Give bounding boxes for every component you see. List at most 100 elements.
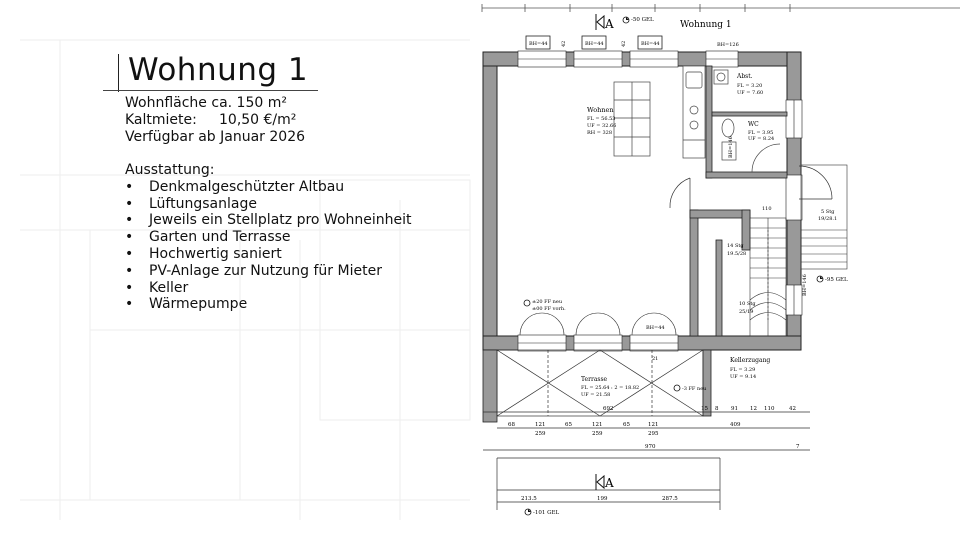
facts-block: Wohnfläche ca. 150 m² Kaltmiete: 10,50 €/… (125, 95, 305, 146)
dim-12: 12 (750, 406, 757, 412)
feature-item: • Wärmepumpe (125, 296, 412, 313)
feature-label: Jeweils ein Stellplatz pro Wohneinheit (149, 212, 412, 229)
entry-door (669, 165, 833, 210)
dim-287-5: 287.5 (662, 496, 678, 502)
bullet: • (125, 195, 134, 212)
feature-label: Hochwertig saniert (149, 245, 282, 262)
feature-label: Keller (149, 279, 189, 296)
room-wohnen-uf: UF = 32.66 (587, 123, 616, 129)
feature-item: • Hochwertig saniert (125, 246, 412, 263)
dim-65-b: 65 (623, 422, 630, 428)
stair-10-b: 25/19 (739, 309, 753, 315)
room-kellerzugang-uf: UF = 9.14 (730, 374, 756, 380)
kitchen-counter (682, 65, 706, 159)
dim-7: 7 (796, 444, 800, 450)
dim-970: 970 (645, 444, 656, 450)
window-label-2: BH=44 (585, 41, 604, 47)
window-label-3: BH=44 (641, 41, 660, 47)
fact-verfuegbar: Verfügbar ab Januar 2026 (125, 129, 306, 145)
dim-259-a: 259 (535, 431, 546, 437)
stair-14: 14 Stg (727, 243, 744, 249)
bullet: • (125, 245, 134, 262)
dim-110-interior: 110 (762, 206, 772, 212)
room-terrasse-name: Terrasse (581, 376, 608, 383)
feature-item: •Denkmalgeschützter Altbau (125, 179, 412, 196)
terrace-walls (482, 349, 712, 423)
feature-item: • Jeweils ein Stellplatz pro Wohneinheit (125, 212, 412, 229)
room-abst-uf: UF = 7.60 (737, 90, 763, 96)
top-dimension-strip (481, 4, 960, 12)
dim-121-c: 121 (648, 422, 659, 428)
dim-42: 42 (789, 406, 796, 412)
title-accent-bar (118, 54, 119, 92)
bullet: • (125, 212, 134, 229)
dim-409: 409 (730, 422, 741, 428)
dim-42-top: 42 (561, 41, 567, 47)
feature-label: Garten und Terrasse (149, 229, 291, 246)
feature-item: • Keller (125, 280, 412, 297)
section-label-top: A (604, 17, 614, 31)
dim-68: 68 (508, 422, 515, 428)
dim-91: 91 (731, 406, 738, 412)
level-bottom: -101 GEL (533, 510, 560, 516)
feature-item: • PV-Anlage zur Nutzung für Mieter (125, 263, 412, 280)
level-floor: ±20 FF neu (532, 299, 563, 305)
stair-14-b: 19.5/28 (727, 251, 746, 257)
room-wc-fl: FL = 3.95 (748, 130, 773, 136)
dim-295: 295 (648, 431, 659, 437)
window-label-1: BH=44 (529, 41, 548, 47)
bullet: • (125, 296, 134, 313)
window-label-wc: BH=146 (728, 136, 734, 158)
info-panel: Wohnung 1 Wohnfläche ca. 150 m² Kaltmiet… (103, 52, 412, 313)
level-marker-floor: ±20 FF neu ±00 FF vorh. (523, 299, 566, 312)
dim-213-5: 213.5 (521, 496, 537, 502)
ausstattung-block: Ausstattung: •Denkmalgeschützter Altbau … (125, 162, 412, 313)
plan-heading: Wohnung 1 (680, 20, 732, 30)
room-wc-uf: UF = 8.24 (748, 136, 774, 142)
feature-item: •Garten und Terrasse (125, 229, 412, 246)
bullet: • (125, 279, 134, 296)
section-marker-bottom: A (595, 474, 614, 490)
section-label-bottom: A (604, 476, 614, 490)
dim-42-top-2: 42 (621, 41, 627, 47)
level-marker-right: -95 GEL (816, 275, 848, 283)
window-label-bottom: BH=44 (646, 325, 665, 331)
stair-5: 5 Stg (821, 209, 835, 215)
feature-label: Lüftungsanlage (149, 195, 257, 212)
room-terrasse-fl: FL = 25.64 : 2 = 18.82 (581, 385, 639, 391)
dim-15: 15 (701, 406, 708, 412)
feature-label: PV-Anlage zur Nutzung für Mieter (149, 262, 382, 279)
window-label-right: BH=146 (802, 274, 808, 296)
level-terrace: -3 FF neu (682, 386, 707, 392)
level-floor-2: ±00 FF vorh. (532, 306, 566, 312)
bullet: • (125, 262, 134, 279)
feature-label: Wärmepumpe (149, 296, 248, 313)
dim-121-a: 121 (535, 422, 546, 428)
room-abst-fl: FL = 3.20 (737, 83, 762, 89)
room-terrasse-uf: UF = 21.58 (581, 392, 610, 398)
level-marker-top: -50 GEL (622, 16, 654, 24)
room-abst-name: Abst. (736, 73, 753, 80)
title-underline (103, 90, 318, 91)
dim-8: 8 (715, 406, 719, 412)
dining-table (613, 81, 651, 157)
window-boxes-top (525, 35, 663, 50)
feature-item: • Lüftungsanlage (125, 196, 412, 213)
room-wc-name: WC (748, 121, 759, 128)
window-glazing (518, 58, 795, 344)
level-top: -50 GEL (631, 17, 654, 23)
room-kellerzugang-name: Kellerzugang (730, 357, 770, 364)
ausstattung-heading: Ausstattung: (125, 162, 215, 178)
feature-label: Denkmalgeschützter Altbau (149, 178, 345, 195)
kaltmiete-label: Kaltmiete: (125, 112, 197, 128)
kaltmiete-value: 10,50 €/m² (219, 112, 297, 128)
level-marker-bottom: -101 GEL (524, 508, 560, 516)
fact-wohnflaeche: Wohnfläche ca. 150 m² (125, 95, 287, 111)
bottom-dimension-lines (483, 411, 810, 510)
dim-110: 110 (764, 406, 775, 412)
stair-10: 10 Stg (739, 301, 756, 307)
terrace (496, 349, 704, 417)
dim-65-a: 65 (565, 422, 572, 428)
